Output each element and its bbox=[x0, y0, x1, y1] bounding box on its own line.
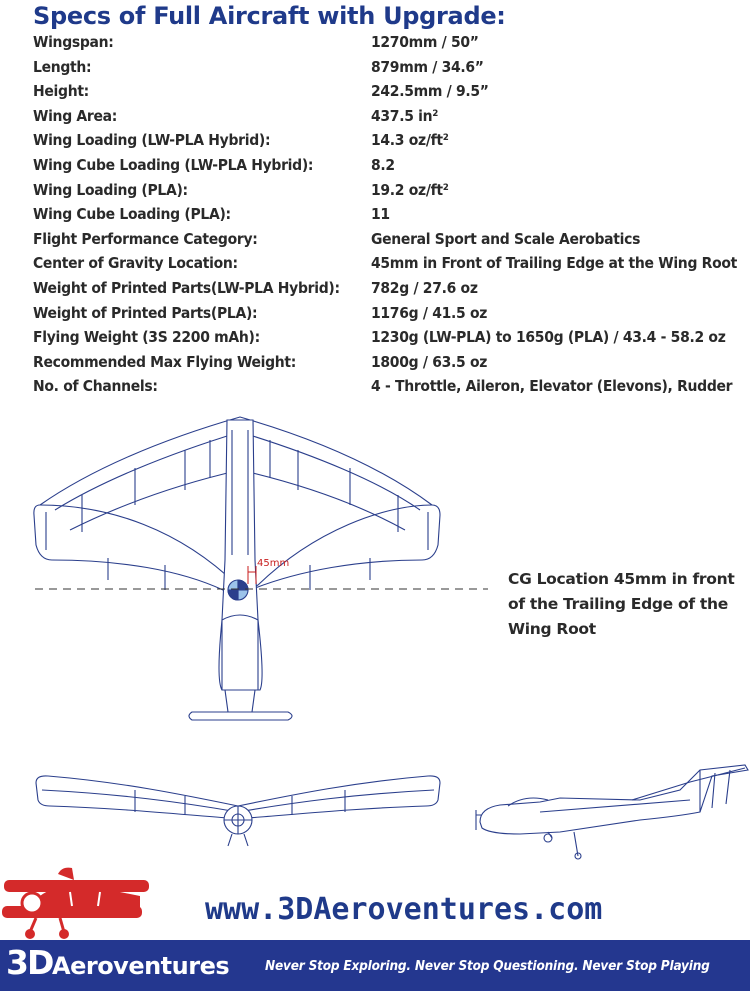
spec-row: Recommended Max Flying Weight: 1800g / 63… bbox=[33, 353, 750, 378]
spec-row: Wing Cube Loading (LW-PLA Hybrid): 8.2 bbox=[33, 156, 750, 181]
spec-value: 19.2 oz/ft² bbox=[371, 180, 449, 199]
spec-value: 879mm / 34.6” bbox=[371, 57, 484, 76]
spec-label: Weight of Printed Parts(LW-PLA Hybrid): bbox=[33, 278, 340, 297]
spec-row: Wing Cube Loading (PLA): 11 bbox=[33, 205, 750, 230]
spec-label: Wingspan: bbox=[33, 33, 114, 51]
page-title: Specs of Full Aircraft with Upgrade: bbox=[33, 2, 506, 30]
spec-value: 8.2 bbox=[371, 155, 395, 174]
spec-label: Center of Gravity Location: bbox=[33, 254, 238, 273]
spec-value: 1270mm / 50” bbox=[371, 33, 479, 51]
cg-note-line: CG Location 45mm in front bbox=[508, 570, 735, 588]
spec-row: Wing Area: 437.5 in² bbox=[33, 107, 750, 132]
spec-label: Length: bbox=[33, 57, 92, 76]
spec-row: Flying Weight (3S 2200 mAh): 1230g (LW-PL… bbox=[33, 328, 750, 353]
spec-value: 1230g (LW-PLA) to 1650g (PLA) / 43.4 - 5… bbox=[371, 328, 726, 347]
front-view-drawing bbox=[35, 775, 441, 847]
spec-value: 242.5mm / 9.5” bbox=[371, 82, 489, 101]
spec-list: Wingspan: 1270mm / 50” Length: 879mm / 34.… bbox=[33, 33, 750, 402]
spec-row: Weight of Printed Parts(PLA): 1176g / 41.… bbox=[33, 304, 750, 329]
spec-row: Center of Gravity Location: 45mm in Front… bbox=[33, 254, 750, 279]
spec-value: 45mm in Front of Trailing Edge at the Wi… bbox=[371, 254, 738, 273]
spec-value: General Sport and Scale Aerobatics bbox=[371, 229, 641, 248]
spec-value: 4 - Throttle, Aileron, Elevator (Elevons… bbox=[371, 377, 733, 396]
spec-label: Recommended Max Flying Weight: bbox=[33, 352, 297, 371]
cg-location-note: CG Location 45mm in front of the Trailin… bbox=[508, 567, 748, 642]
spec-label: Wing Cube Loading (PLA): bbox=[33, 205, 231, 224]
top-view-drawing bbox=[33, 416, 441, 721]
spec-value: 1800g / 63.5 oz bbox=[371, 352, 488, 371]
side-view-drawing bbox=[475, 764, 749, 860]
spec-row: Flight Performance Category: General Spor… bbox=[33, 230, 750, 255]
spec-label: No. of Channels: bbox=[33, 377, 158, 396]
spec-label: Weight of Printed Parts(PLA): bbox=[33, 303, 258, 322]
spec-label: Height: bbox=[33, 82, 89, 101]
spec-label: Flying Weight (3S 2200 mAh): bbox=[33, 328, 260, 347]
spec-row: Wingspan: 1270mm / 50” bbox=[33, 33, 750, 58]
website-url[interactable]: www.3DAeroventures.com bbox=[205, 892, 603, 927]
tagline: Never Stop Exploring. Never Stop Questio… bbox=[265, 958, 710, 974]
spec-label: Flight Performance Category: bbox=[33, 229, 258, 248]
spec-label: Wing Loading (PLA): bbox=[33, 180, 188, 199]
spec-label: Wing Cube Loading (LW-PLA Hybrid): bbox=[33, 155, 314, 174]
brand-prefix: 3D bbox=[6, 943, 54, 982]
spec-value: 11 bbox=[371, 205, 390, 224]
cg-dimension-marker bbox=[247, 566, 257, 584]
spec-label: Wing Area: bbox=[33, 106, 118, 125]
brand-name: Aeroventures bbox=[52, 952, 230, 980]
footer-banner bbox=[0, 940, 750, 991]
spec-row: Wing Loading (LW-PLA Hybrid): 14.3 oz/ft² bbox=[33, 131, 750, 156]
spec-row: No. of Channels: 4 - Throttle, Aileron, E… bbox=[33, 377, 750, 402]
cg-note-line: of the Trailing Edge of the bbox=[508, 595, 728, 613]
spec-row: Height: 242.5mm / 9.5” bbox=[33, 82, 750, 107]
spec-row: Length: 879mm / 34.6” bbox=[33, 58, 750, 83]
spec-value: 1176g / 41.5 oz bbox=[371, 303, 488, 322]
spec-label: Wing Loading (LW-PLA Hybrid): bbox=[33, 131, 271, 150]
spec-row: Wing Loading (PLA): 19.2 oz/ft² bbox=[33, 181, 750, 206]
cg-dimension-label: 45mm bbox=[257, 558, 289, 569]
spec-value: 437.5 in² bbox=[371, 106, 439, 125]
cg-note-line: Wing Root bbox=[508, 620, 596, 638]
spec-value: 14.3 oz/ft² bbox=[371, 131, 449, 150]
spec-value: 782g / 27.6 oz bbox=[371, 278, 478, 297]
spec-row: Weight of Printed Parts(LW-PLA Hybrid): 7… bbox=[33, 279, 750, 304]
biplane-logo-icon bbox=[2, 867, 149, 939]
